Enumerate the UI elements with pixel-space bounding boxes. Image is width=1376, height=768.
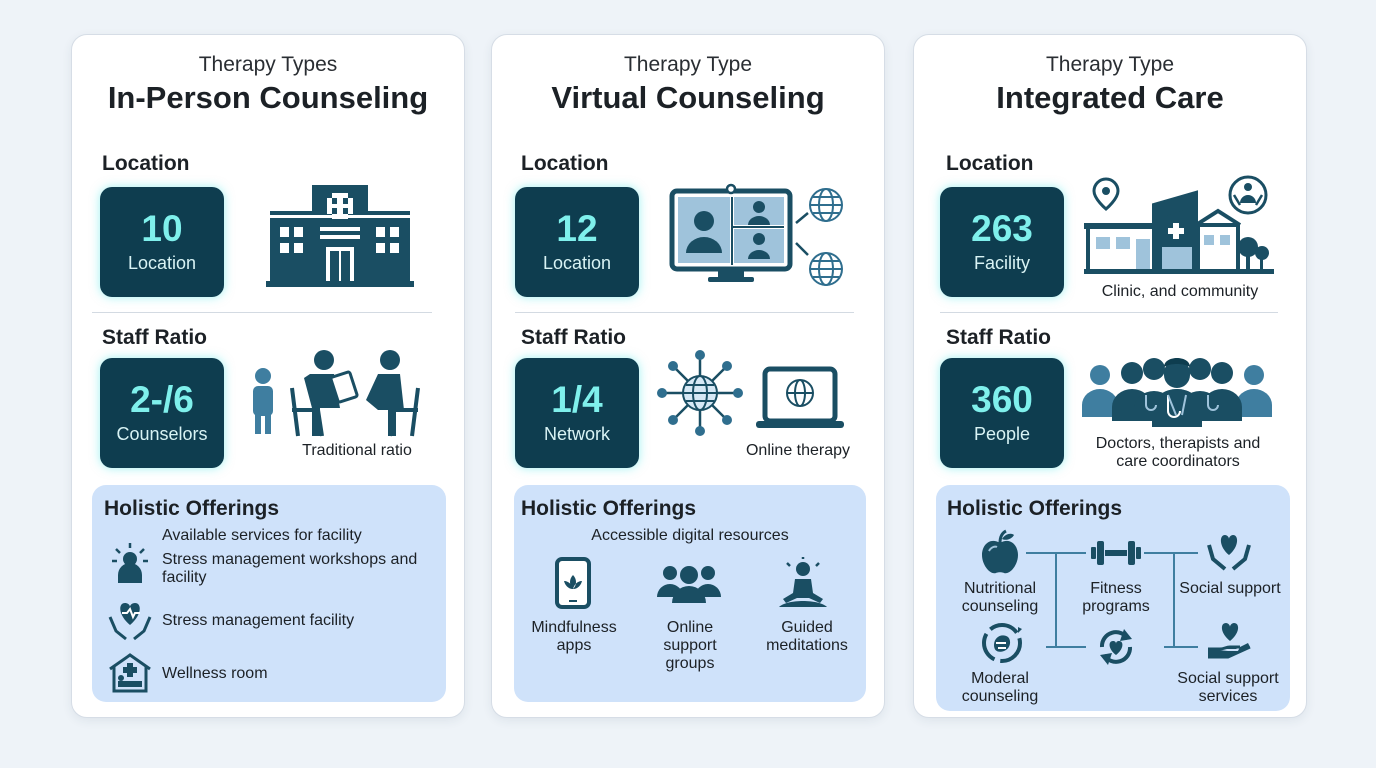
offering-item-label: Wellness room xyxy=(162,665,268,682)
network-laptop-icon xyxy=(657,350,844,436)
section-divider xyxy=(940,312,1278,313)
clinic-community-icon xyxy=(1084,175,1274,274)
holistic-offerings-panel: Holistic Offerings Available services fo… xyxy=(92,485,446,702)
meditation-icon xyxy=(779,557,827,607)
panel-title: Holistic Offerings xyxy=(947,497,1123,520)
offering-item-label: Moderal counseling xyxy=(961,670,1039,705)
medical-team-icon xyxy=(1082,358,1272,427)
counseling-session-icon xyxy=(253,350,420,437)
panel-subtitle: Available services for facility xyxy=(162,527,362,544)
location-label: Location xyxy=(521,152,609,175)
holistic-offerings-panel: Holistic Offerings Accessible digital re… xyxy=(514,485,866,702)
holistic-offerings-panel: Holistic Offerings Nutritional counselin… xyxy=(936,485,1290,711)
card-kicker: Therapy Type xyxy=(1045,53,1175,76)
staff-ratio-label: Staff Ratio xyxy=(102,326,207,349)
hospital-building-icon xyxy=(266,185,414,287)
staff-ratio-label: Staff Ratio xyxy=(521,326,626,349)
apple-icon xyxy=(982,529,1018,574)
video-call-monitor-icon xyxy=(669,183,843,286)
heart-hands-icon xyxy=(108,603,152,641)
offering-connectors xyxy=(1026,552,1198,648)
card-title: Virtual Counseling xyxy=(551,80,825,115)
offering-item-label: Nutritional counseling xyxy=(961,580,1039,615)
card-virtual: Therapy Type Virtual Counseling Location… xyxy=(491,34,885,718)
card-kicker: Therapy Types xyxy=(198,53,338,76)
location-stat: 12 Location xyxy=(515,187,639,297)
offering-item-label: Fitness programs xyxy=(1082,580,1150,615)
staff-ratio-stat: 1/4 Network xyxy=(515,358,639,468)
staff-ratio-stat: 2-/6 Counselors xyxy=(100,358,224,468)
heart-hands-icon xyxy=(1207,535,1251,571)
dumbbell-icon xyxy=(1091,541,1141,565)
heart-cycle-icon xyxy=(1100,629,1132,665)
staff-ratio-unit: People xyxy=(973,423,1031,444)
group-icon xyxy=(657,566,721,603)
staff-ratio-value: 360 xyxy=(971,379,1033,421)
card-in-person: Therapy Types In-Person Counseling Locat… xyxy=(71,34,465,718)
heart-hand-icon xyxy=(1208,623,1251,659)
staff-ratio-unit: Counselors xyxy=(116,423,208,444)
phone-lotus-icon xyxy=(555,557,591,609)
staff-ratio-caption: Traditional ratio xyxy=(302,442,412,459)
location-caption: Clinic, and community xyxy=(1101,283,1259,300)
location-label: Location xyxy=(946,152,1034,175)
card-title: Integrated Care xyxy=(996,80,1224,115)
offering-item-label: Social support services xyxy=(1177,670,1279,705)
staff-ratio-value: 1/4 xyxy=(551,379,603,421)
staff-ratio-unit: Network xyxy=(543,423,610,444)
staff-ratio-caption: Online therapy xyxy=(745,442,851,459)
location-unit: Location xyxy=(542,252,612,273)
offering-item-label: Mindfulness apps xyxy=(531,619,617,654)
section-divider xyxy=(92,312,432,313)
location-unit: Facility xyxy=(973,252,1030,273)
panel-title: Holistic Offerings xyxy=(104,497,280,520)
wellness-room-icon xyxy=(109,653,151,693)
location-value: 12 xyxy=(556,208,598,250)
card-title: In-Person Counseling xyxy=(107,80,429,115)
offering-item-label: Stress management workshops and facility xyxy=(162,551,418,586)
staff-ratio-value: 2-/6 xyxy=(130,379,194,421)
offering-item-label: Social support xyxy=(1179,580,1281,597)
location-stat: 263 Facility xyxy=(940,187,1064,297)
location-label: Location xyxy=(102,152,190,175)
offering-item-label: Stress management facility xyxy=(162,612,355,629)
panel-subtitle: Accessible digital resources xyxy=(591,527,789,544)
food-cycle-icon xyxy=(982,623,1022,663)
offering-item-label: Online support groups xyxy=(663,619,717,672)
location-value: 10 xyxy=(141,208,183,250)
staff-ratio-label: Staff Ratio xyxy=(946,326,1051,349)
staff-ratio-stat: 360 People xyxy=(940,358,1064,468)
workshop-person-icon xyxy=(112,543,148,583)
location-unit: Location xyxy=(127,252,197,273)
offering-item-label: Guided meditations xyxy=(766,619,848,654)
card-integrated: Therapy Type Integrated Care Location 26… xyxy=(913,34,1307,718)
staff-ratio-caption: Doctors, therapists and care coordinator… xyxy=(1095,435,1261,470)
location-stat: 10 Location xyxy=(100,187,224,297)
section-divider xyxy=(515,312,854,313)
location-value: 263 xyxy=(971,208,1033,250)
panel-title: Holistic Offerings xyxy=(521,497,697,520)
card-kicker: Therapy Type xyxy=(623,53,753,76)
